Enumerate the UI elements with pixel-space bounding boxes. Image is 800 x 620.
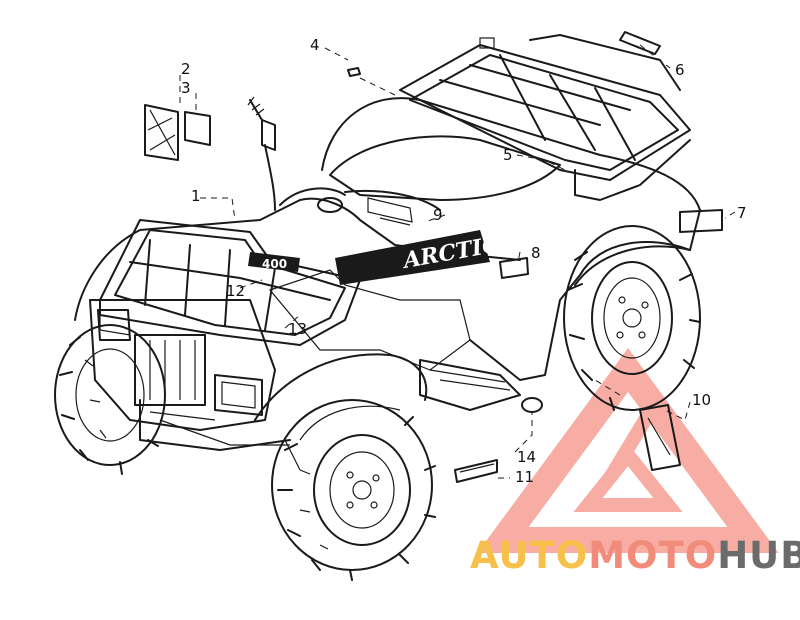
rear-rack [399, 34, 691, 201]
rear-wheel [563, 225, 701, 411]
decal-7 [679, 209, 723, 233]
callout-9: 9 [433, 206, 443, 224]
callout-3: 3 [181, 79, 191, 97]
callout-labels: 1 2 3 4 5 6 7 8 9 10 11 12 13 14 [181, 36, 747, 486]
svg-text:AUTOMOTOHUB: AUTOMOTOHUB [470, 534, 800, 577]
decal-2 [144, 104, 179, 161]
decal-3 [184, 111, 211, 146]
decal-10 [639, 404, 681, 471]
watermark: AUTOMOTOHUB [470, 534, 800, 577]
callout-4: 4 [310, 36, 320, 54]
callout-8: 8 [531, 244, 541, 262]
callout-13: 13 [288, 320, 307, 338]
callout-12: 12 [226, 282, 245, 300]
callout-5: 5 [503, 146, 513, 164]
brand-decal: ARCTIC CAT [335, 221, 560, 285]
leader-lines [179, 44, 736, 479]
watermark-moto: MOTO [588, 534, 717, 577]
callout-14: 14 [517, 448, 536, 466]
decal-14 [521, 397, 543, 413]
front-right-wheel [271, 399, 436, 581]
model-decal-text: 400 [262, 257, 287, 271]
callout-6: 6 [675, 61, 685, 79]
decal-9 [379, 217, 411, 226]
decal-4 [347, 67, 361, 77]
watermark-auto: AUTO [470, 534, 588, 577]
decal-8 [499, 257, 529, 279]
callout-11: 11 [515, 468, 534, 486]
model-decal: 400 [248, 252, 300, 272]
watermark-logo-icon [477, 348, 779, 553]
callout-1: 1 [191, 187, 201, 205]
front-rack [99, 219, 361, 346]
watermark-hub: HUB [717, 534, 800, 577]
atv-body [74, 96, 701, 471]
decal-6 [619, 31, 661, 55]
front-left-wheel [54, 324, 166, 475]
decal-11 [454, 459, 498, 483]
callout-7: 7 [737, 204, 747, 222]
callout-10: 10 [692, 391, 711, 409]
callout-2: 2 [181, 60, 191, 78]
